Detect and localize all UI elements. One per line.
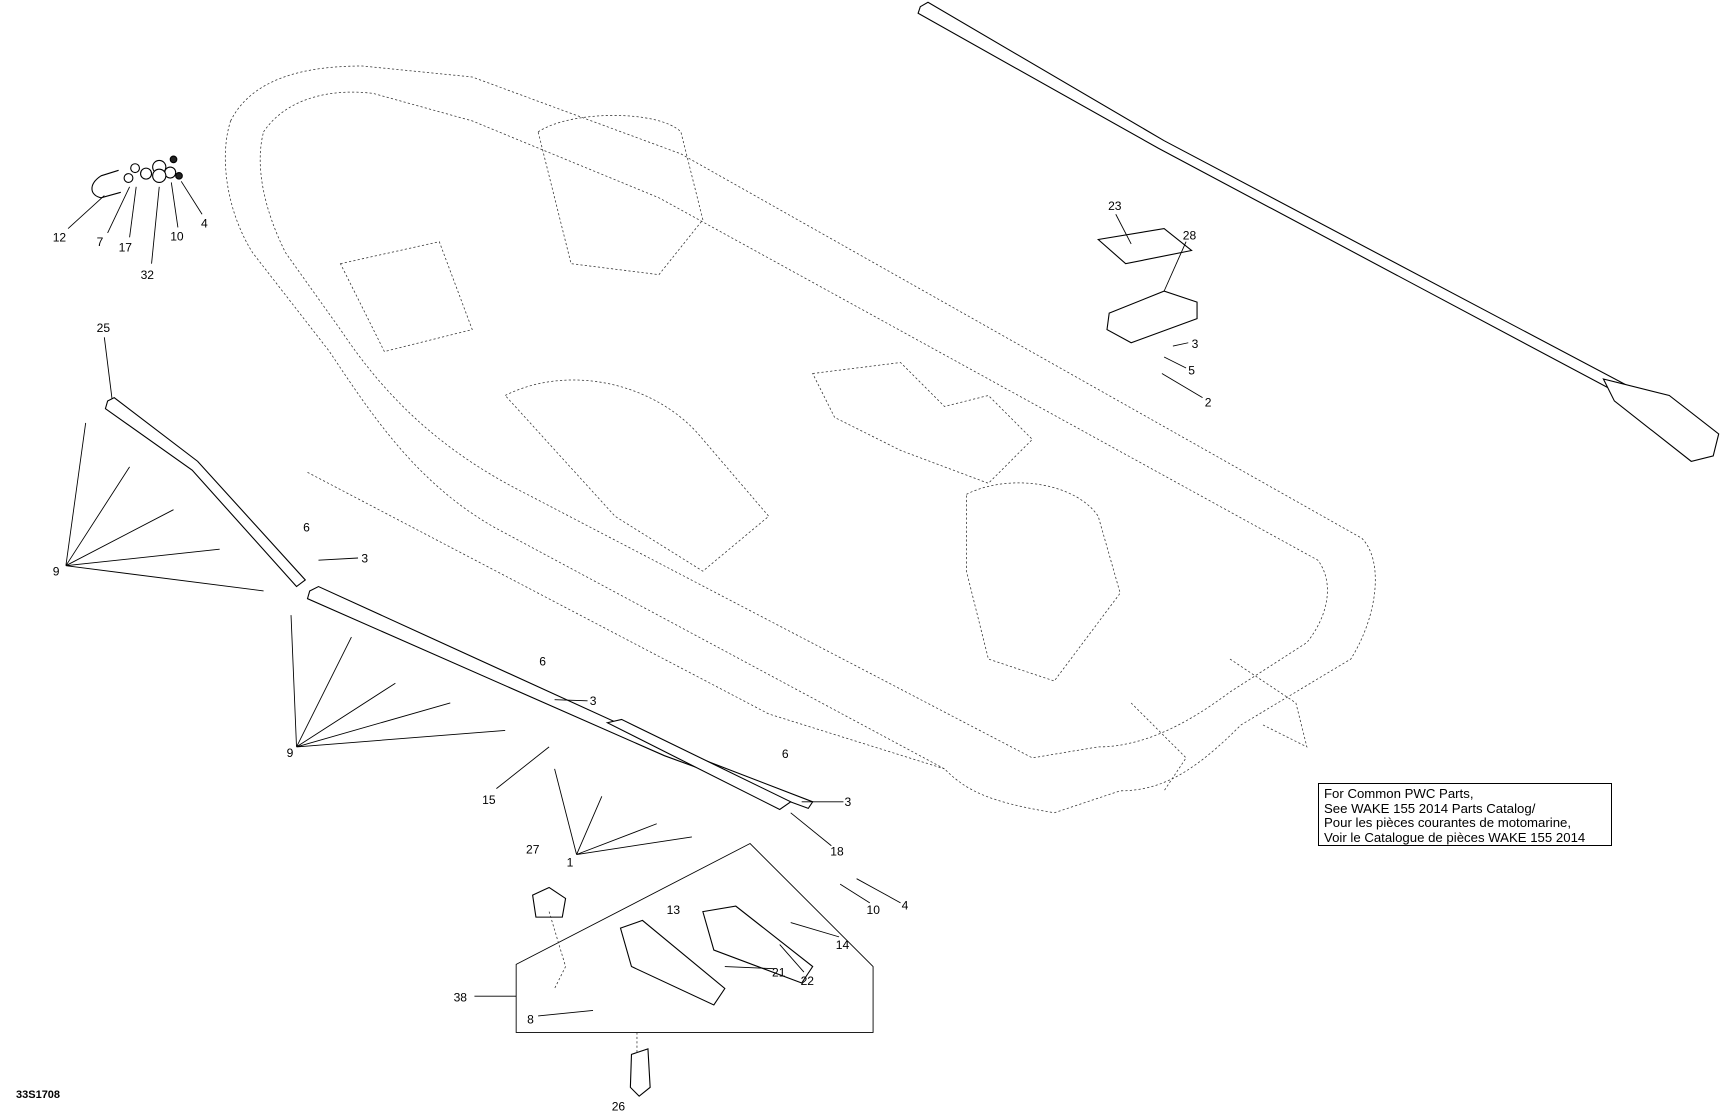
part-22 [702,905,814,984]
leader-lines [65,181,1203,1055]
svg-text:6: 6 [303,521,310,535]
pad-23 [1096,227,1193,265]
note-line: See WAKE 155 2014 Parts Catalog/ [1324,800,1536,816]
svg-text:18: 18 [830,845,844,859]
svg-text:32: 32 [141,268,155,282]
part-26 [629,1048,651,1097]
kit-38-frame [515,842,874,1033]
rail-25 [104,397,307,588]
bracket-28 [1106,290,1198,344]
rail-right [917,1,1720,462]
svg-text:8: 8 [527,1013,534,1027]
svg-text:17: 17 [119,241,133,255]
svg-text:27: 27 [526,842,540,856]
part-27 [532,886,567,918]
note-line: For Common PWC Parts, [1324,786,1474,801]
svg-text:9: 9 [53,565,60,579]
svg-text:9: 9 [287,746,294,760]
rail-18 [605,718,792,811]
svg-text:6: 6 [539,655,546,669]
part-21 [619,919,726,1006]
svg-text:4: 4 [902,898,909,912]
note-line: Pour les pièces courantes de motomarine, [1324,815,1572,831]
hull-drawing [224,65,1376,814]
svg-text:22: 22 [801,974,815,988]
svg-text:12: 12 [53,231,67,245]
svg-text:2: 2 [1205,395,1212,409]
svg-text:26: 26 [612,1099,626,1113]
svg-text:38: 38 [454,991,468,1005]
common-parts-note: For Common PWC Parts, See WAKE 155 2014 … [1318,783,1612,846]
svg-text:14: 14 [836,938,850,952]
callouts: 12 7 17 10 4 32 25 9 6 3 9 6 3 15 6 3 18… [53,199,1212,1114]
svg-text:1: 1 [567,856,574,870]
svg-text:3: 3 [590,694,597,708]
svg-text:10: 10 [170,230,184,244]
svg-text:15: 15 [482,793,496,807]
svg-text:13: 13 [667,903,681,917]
svg-text:3: 3 [1192,337,1199,351]
svg-text:28: 28 [1183,229,1197,243]
svg-text:25: 25 [97,321,111,335]
svg-text:3: 3 [361,551,368,565]
svg-text:7: 7 [97,235,104,249]
svg-text:10: 10 [866,903,880,917]
washer-stack [91,155,183,199]
svg-text:4: 4 [201,216,208,230]
svg-text:6: 6 [782,747,789,761]
svg-text:23: 23 [1108,199,1122,213]
svg-text:21: 21 [772,965,786,979]
svg-text:5: 5 [1188,364,1195,378]
note-line: Voir le Catalogue de pièces WAKE 155 201… [1324,829,1586,845]
rail-15 [306,585,814,810]
figure-code: 33S1708 [16,1089,61,1101]
svg-text:3: 3 [845,795,852,809]
